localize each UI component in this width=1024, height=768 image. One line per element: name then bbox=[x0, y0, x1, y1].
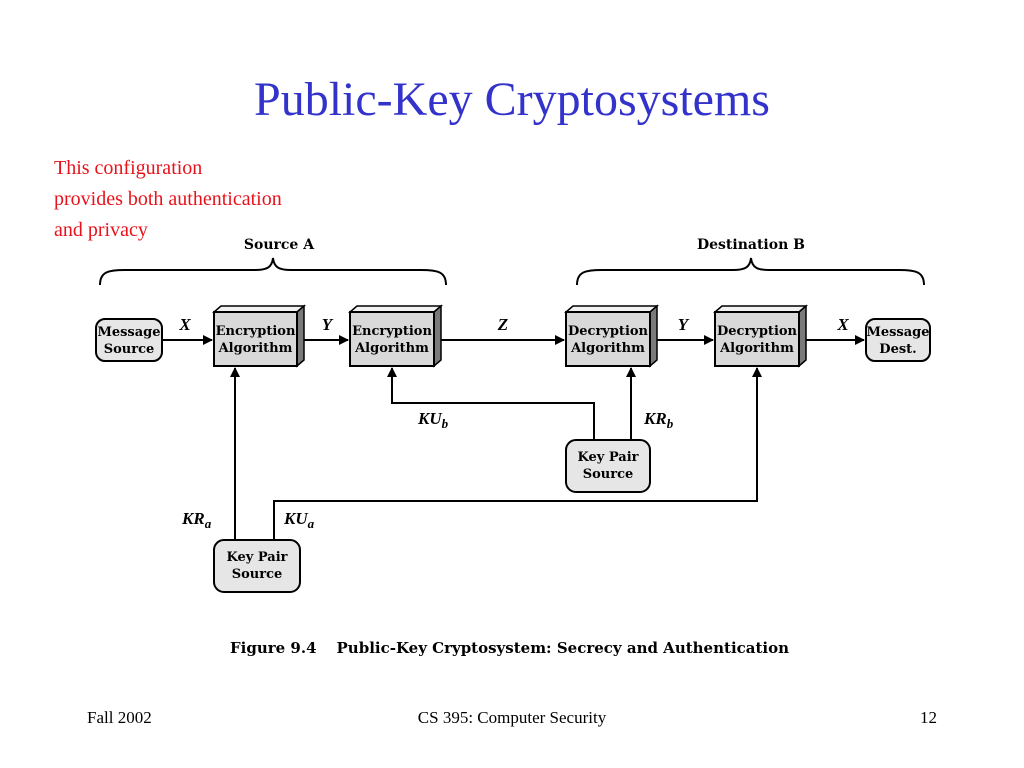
encryption-algorithm-box-2: Encryption Algorithm bbox=[347, 304, 444, 368]
key-label-main: KU bbox=[417, 409, 442, 428]
box-label: Encryption bbox=[216, 324, 296, 339]
key-pair-source-b: Key Pair Source bbox=[565, 439, 651, 493]
box-label: Encryption bbox=[352, 324, 432, 339]
key-label-sub: b bbox=[667, 416, 674, 431]
key-pair-source-a: Key Pair Source bbox=[213, 539, 301, 593]
box-label: Algorithm bbox=[218, 341, 293, 356]
box-label: Source bbox=[583, 467, 634, 482]
footer-date: Fall 2002 bbox=[87, 708, 152, 727]
key-label-kr-b: KRb bbox=[643, 409, 674, 431]
box-label: Algorithm bbox=[354, 341, 429, 356]
box-label: Key Pair bbox=[577, 450, 638, 465]
key-label-sub: a bbox=[205, 516, 212, 531]
key-label-kr-a: KRa bbox=[181, 509, 212, 531]
source-a-brace bbox=[99, 257, 447, 286]
note-line: and privacy bbox=[54, 219, 148, 241]
footer-page-number: 12 bbox=[920, 708, 937, 727]
key-label-ku-b: KUb bbox=[417, 409, 449, 431]
key-label-ku-a: KUa bbox=[283, 509, 315, 531]
box-label: Decryption bbox=[717, 324, 798, 339]
flow-label-x: X bbox=[178, 315, 191, 334]
key-label-main: KR bbox=[181, 509, 205, 528]
box-label: Algorithm bbox=[719, 341, 794, 356]
key-label-main: KU bbox=[283, 509, 308, 528]
caption-number: Figure 9.4 bbox=[230, 639, 317, 657]
decryption-algorithm-box-2: Decryption Algorithm bbox=[712, 304, 809, 368]
key-label-sub: b bbox=[442, 416, 449, 431]
box-label: Algorithm bbox=[570, 341, 645, 356]
box-label: Message bbox=[97, 325, 160, 340]
decryption-algorithm-box-1: Decryption Algorithm bbox=[563, 304, 660, 368]
box-label: Decryption bbox=[568, 324, 649, 339]
figure-caption: Figure 9.4 Public-Key Cryptosystem: Secre… bbox=[230, 639, 789, 657]
encryption-algorithm-box-1: Encryption Algorithm bbox=[211, 304, 307, 368]
configuration-note: This configuration provides both authent… bbox=[54, 153, 374, 246]
flow-label-z: Z bbox=[497, 315, 508, 334]
key-label-main: KR bbox=[643, 409, 667, 428]
key-line-ku-b bbox=[387, 367, 595, 440]
destination-b-brace bbox=[576, 257, 925, 286]
footer-course: CS 395: Computer Security bbox=[417, 708, 607, 727]
note-line: provides both authentication bbox=[54, 188, 282, 210]
flow-label-x: X bbox=[836, 315, 849, 334]
slide-title: Public-Key Cryptosystems bbox=[254, 73, 770, 126]
flow-label-y: Y bbox=[678, 315, 690, 334]
key-label-sub: a bbox=[308, 516, 315, 531]
caption-text: Public-Key Cryptosystem: Secrecy and Aut… bbox=[337, 639, 790, 657]
key-line-ku-a bbox=[273, 367, 762, 540]
message-source-box: Message Source bbox=[95, 318, 163, 362]
box-label: Dest. bbox=[879, 342, 916, 357]
destination-b-label: Destination B bbox=[697, 237, 805, 253]
box-label: Source bbox=[232, 567, 283, 582]
message-dest-box: Message Dest. bbox=[865, 318, 931, 362]
flow-label-y: Y bbox=[322, 315, 334, 334]
box-label: Source bbox=[104, 342, 155, 357]
box-label: Key Pair bbox=[226, 550, 287, 565]
box-label: Message bbox=[866, 325, 929, 340]
note-line: This configuration bbox=[54, 157, 203, 179]
source-a-label: Source A bbox=[244, 237, 315, 253]
